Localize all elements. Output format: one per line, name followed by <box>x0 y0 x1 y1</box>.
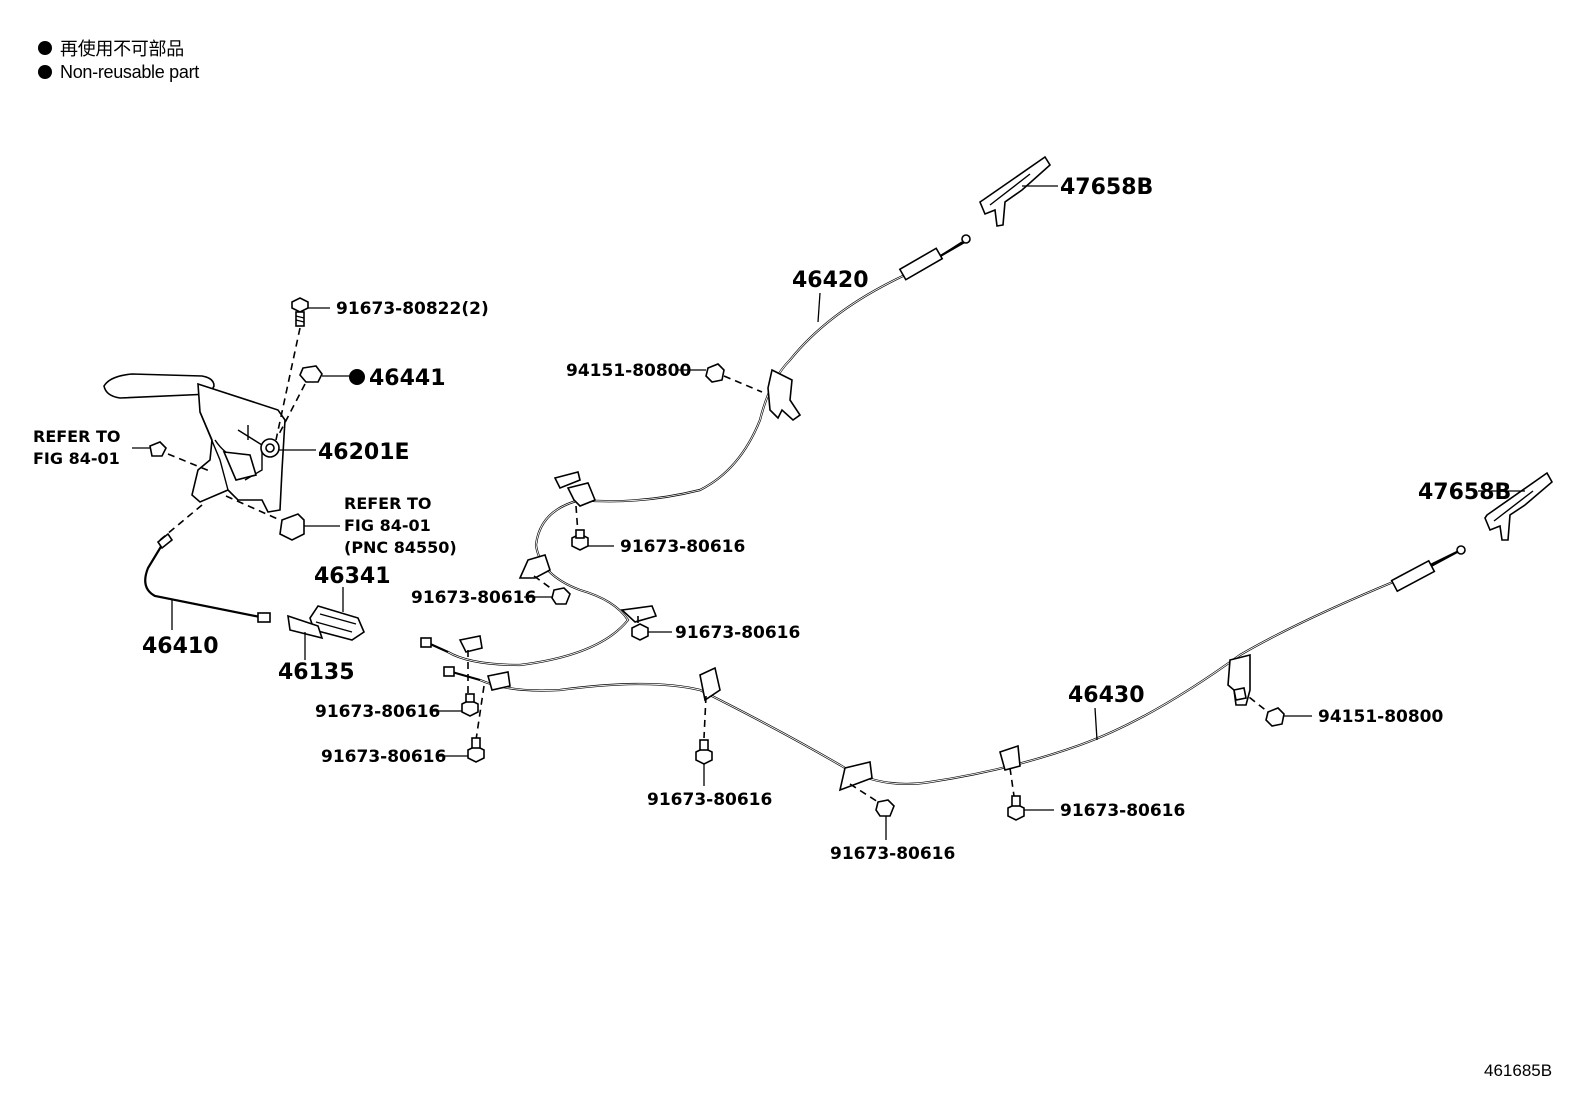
part-label-bolt-80822: 91673-80822(2) <box>336 299 489 319</box>
cable-clamp-bracket-top <box>979 155 1058 227</box>
part-label-bolt-80616-d: 91673-80616 <box>315 702 440 722</box>
part-label-bolt-80616-a: 91673-80616 <box>620 537 745 557</box>
non-reusable-dot-icon <box>38 65 52 79</box>
part-label-46441: 46441 <box>369 366 446 391</box>
part-label-bolt-80616-h: 91673-80616 <box>1060 801 1185 821</box>
equalizer-46341-46135 <box>287 587 365 660</box>
refer-left-line-1: REFER TO <box>33 427 121 446</box>
rear-cable-right <box>443 545 1466 792</box>
bracket-refer-mid <box>279 513 340 541</box>
part-label-bolt-80616-e: 91673-80616 <box>321 747 446 767</box>
bolt-80616-d <box>430 650 479 717</box>
refer-mid-line-1: REFER TO <box>344 494 432 513</box>
bolt-80616-b <box>524 575 571 605</box>
parking-brake-lever-assembly <box>103 373 286 513</box>
refer-mid-line-2: FIG 84-01 <box>344 516 431 535</box>
cable-clamp-bracket-right <box>1478 471 1554 541</box>
part-label-46135: 46135 <box>278 660 355 685</box>
front-cable-46410 <box>144 532 271 630</box>
bolt-80616-f <box>695 695 713 786</box>
refer-mid-line-3: (PNC 84550) <box>344 538 457 557</box>
legend-row-en: Non-reusable part <box>38 60 199 84</box>
part-label-46341: 46341 <box>314 564 391 589</box>
refer-left-line-2: FIG 84-01 <box>33 449 120 468</box>
bolt-91673-80822 <box>291 297 330 327</box>
nut-94151-right <box>1233 687 1312 727</box>
nut-94151-left <box>676 363 763 393</box>
legend-text-en: Non-reusable part <box>60 61 199 82</box>
rear-cable-left <box>420 234 971 667</box>
bolt-80616-g <box>849 783 895 840</box>
bolt-refer-left <box>132 441 167 457</box>
part-label-bolt-80616-c: 91673-80616 <box>675 623 800 643</box>
part-label-bolt-80616-b: 91673-80616 <box>411 588 536 608</box>
part-label-46420: 46420 <box>792 268 869 293</box>
legend-text-jp: 再使用不可部品 <box>60 39 184 59</box>
part-label-nut-80800-right: 94151-80800 <box>1318 707 1444 727</box>
legend-row-jp: 再使用不可部品 <box>38 36 199 60</box>
part-label-47658b-right: 47658B <box>1418 480 1511 505</box>
part-label-bolt-80616-f: 91673-80616 <box>647 790 772 810</box>
non-reusable-dot-icon <box>349 369 365 385</box>
part-label-47658b-top: 47658B <box>1060 175 1153 200</box>
part-label-nut-80800-left: 94151-80800 <box>566 361 692 381</box>
part-label-46410: 46410 <box>142 634 219 659</box>
part-label-46201e: 46201E <box>318 440 410 465</box>
part-label-46430: 46430 <box>1068 683 1145 708</box>
bolt-80616-e <box>436 685 485 763</box>
legend: 再使用不可部品 Non-reusable part <box>38 36 199 84</box>
figure-id: 461685B <box>1484 1061 1552 1080</box>
part-label-bolt-80616-g: 91673-80616 <box>830 844 955 864</box>
bolt-80616-c <box>631 616 672 641</box>
non-reusable-nut-46441 <box>299 365 365 385</box>
bolt-80616-a <box>571 505 614 551</box>
non-reusable-dot-icon <box>38 41 52 55</box>
bolt-80616-h <box>1007 767 1054 821</box>
